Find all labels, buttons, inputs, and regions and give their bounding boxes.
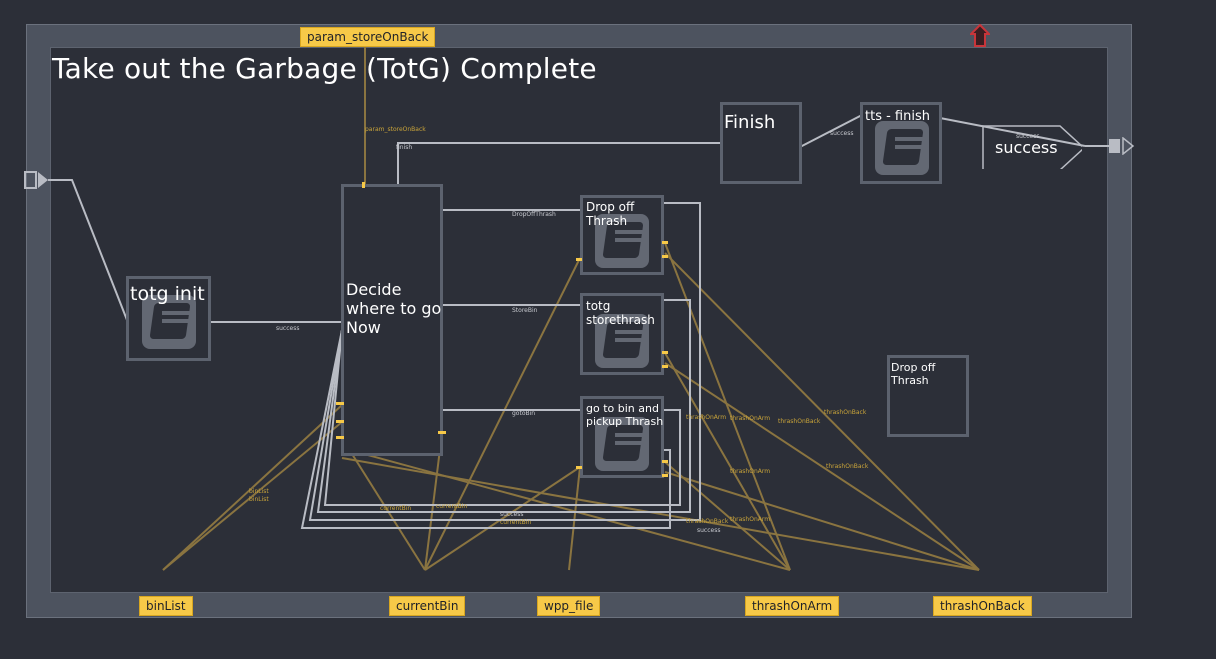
edge-input: [48, 179, 128, 321]
param-thrash-on-back[interactable]: thrashOnBack: [933, 596, 1032, 616]
port-handle[interactable]: [576, 258, 582, 261]
edge-back-1: [664, 252, 980, 571]
node-drop-off-thrash-right[interactable]: [887, 355, 969, 437]
node-label: totg storethrash: [586, 299, 655, 328]
exit-house-icon[interactable]: [970, 24, 990, 48]
graph-title: Take out the Garbage (TotG) Complete: [52, 52, 597, 85]
param-thrash-on-arm[interactable]: thrashOnArm: [745, 596, 840, 616]
param-store-on-back[interactable]: param_storeOnBack: [300, 27, 436, 47]
node-label: tts - finish: [865, 109, 930, 124]
edge-label: success: [830, 130, 854, 137]
port-handle[interactable]: [336, 402, 344, 405]
edge-label: thrashOnArm: [730, 415, 771, 422]
edge-label: DropOffThrash: [512, 211, 556, 218]
edge-label: currentBin: [380, 505, 412, 512]
port-handle[interactable]: [662, 365, 668, 368]
edge-label: thrashOnArm: [730, 516, 771, 523]
edge-label: success: [276, 325, 300, 332]
node-label: totg init: [130, 283, 205, 305]
loop-3: [323, 329, 681, 506]
edge-currentbin-3: [424, 466, 581, 571]
book-icon: [142, 295, 196, 349]
param-bin-list[interactable]: binList: [139, 596, 193, 616]
node-tts-finish[interactable]: [860, 102, 942, 184]
node-finish[interactable]: [720, 102, 802, 184]
book-icon: [875, 121, 929, 175]
edge-tts-out: [939, 117, 1086, 147]
edge-label: binList: [249, 488, 269, 495]
edge-back-4: [341, 457, 980, 571]
node-decide[interactable]: [341, 184, 443, 456]
outcome-label: success: [995, 138, 1058, 157]
edge-back-3: [664, 471, 980, 571]
edge-arm-2: [664, 352, 791, 571]
node-label: Drop off Thrash: [586, 200, 635, 229]
edge-label: success: [1016, 133, 1040, 140]
node-go-to-bin[interactable]: [580, 396, 664, 478]
loop-4: [300, 329, 671, 529]
edge-label: thrashOnArm: [686, 414, 727, 421]
edge-decide-finish: [397, 142, 722, 186]
edge-label: gotoBin: [512, 410, 536, 417]
edge-label: StoreBin: [512, 307, 538, 314]
port-handle[interactable]: [362, 182, 365, 188]
edge-label: success: [500, 511, 524, 518]
edge-label: thrashOnBack: [824, 409, 867, 416]
loop-2: [316, 299, 691, 513]
edge-arm-1: [664, 242, 791, 571]
edge-label: thrashOnBack: [778, 418, 821, 425]
port-handle[interactable]: [662, 474, 668, 477]
port-handle[interactable]: [438, 431, 446, 434]
node-label: Decide where to go Now: [346, 280, 442, 338]
node-label: Drop off Thrash: [891, 361, 936, 388]
edge-label: param_storeOnBack: [365, 126, 426, 133]
node-drop-off-thrash[interactable]: [580, 195, 664, 275]
port-handle[interactable]: [662, 255, 668, 258]
edge-wppfile-1: [568, 466, 581, 571]
port-handle[interactable]: [336, 436, 344, 439]
edge-label: thrashOnBack: [686, 518, 729, 525]
node-store-thrash[interactable]: [580, 293, 664, 375]
node-label: go to bin and pickup Thrash: [586, 402, 664, 429]
edge-binlist-2: [162, 421, 343, 571]
edge-label: finish: [396, 144, 413, 151]
edge-label: success: [697, 527, 721, 534]
book-icon: [595, 314, 649, 368]
param-current-bin[interactable]: currentBin: [389, 596, 466, 616]
param-wpp-file[interactable]: wpp_file: [537, 596, 601, 616]
loop-1: [308, 202, 701, 521]
port-handle[interactable]: [576, 466, 582, 469]
port-handle[interactable]: [662, 241, 668, 244]
edge-currentbin-4: [424, 257, 581, 571]
edge-binlist-1: [162, 404, 343, 571]
outcome-success[interactable]: [982, 125, 1082, 169]
edge-finish-tts: [799, 114, 863, 148]
port-handle[interactable]: [662, 460, 668, 463]
input-port-icon[interactable]: [24, 171, 50, 189]
book-icon: [595, 214, 649, 268]
edge-arm-4: [341, 447, 791, 571]
port-handle[interactable]: [662, 351, 668, 354]
port-handle[interactable]: [336, 420, 344, 423]
edge-label: thrashOnArm: [730, 468, 771, 475]
edge-label: currentBin: [500, 519, 532, 526]
edge-label: binList: [249, 496, 269, 503]
output-port-icon[interactable]: [1108, 137, 1136, 155]
edge-back-2: [664, 362, 980, 571]
book-icon: [595, 417, 649, 471]
edge-arm-3: [664, 461, 791, 571]
node-label: Finish: [724, 112, 776, 133]
node-totg-init[interactable]: [126, 276, 211, 361]
edge-label: thrashOnBack: [826, 463, 869, 470]
edge-label: currentBin: [436, 503, 468, 510]
